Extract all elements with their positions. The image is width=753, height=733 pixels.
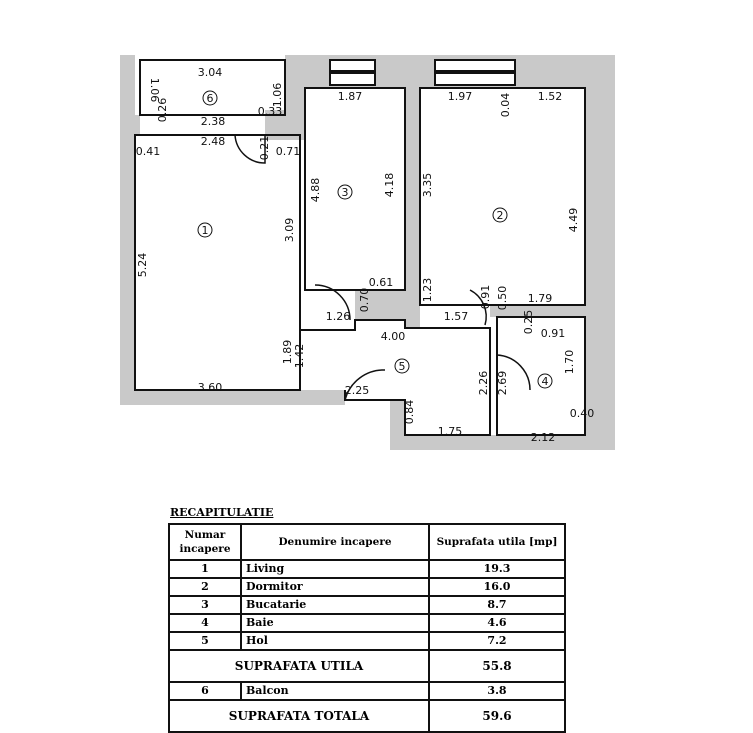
- row-name: Dormitor: [240, 577, 430, 597]
- dim-label: 1.57: [444, 310, 469, 323]
- dim-label: 1.42: [293, 344, 306, 369]
- row-number: 4: [168, 613, 242, 633]
- dim-label: 1.87: [338, 90, 363, 103]
- row-name: Bucatarie: [240, 595, 430, 615]
- row-number: 5: [168, 631, 242, 651]
- header-area: Suprafata utila [mp]: [428, 523, 566, 561]
- table-header: Numar incapere Denumire incapere Suprafa…: [168, 523, 566, 561]
- dim-label: 1.23: [421, 278, 434, 303]
- dim-label: 0.71: [276, 145, 301, 158]
- room-2-label: 2: [497, 209, 504, 222]
- row-number: 2: [168, 577, 242, 597]
- row-number: 3: [168, 595, 242, 615]
- header-number: Numar incapere: [168, 523, 242, 561]
- dim-label: 4.18: [383, 173, 396, 198]
- dim-label: 0.91: [479, 285, 492, 310]
- dim-label: 0.91: [541, 327, 566, 340]
- row-area: 19.3: [428, 559, 566, 579]
- dim-label: 0.25: [522, 310, 535, 335]
- row-name: Living: [240, 559, 430, 579]
- row-area: 16.0: [428, 577, 566, 597]
- room-6-label: 6: [207, 92, 214, 105]
- floor-plan: 1 2 3 4 5 6 1.06 3.04 0.26 1.06 0.33 2.3…: [120, 55, 615, 450]
- util-value: 55.8: [428, 649, 566, 683]
- dim-label: 0.84: [403, 400, 416, 425]
- dim-label: 0.40: [570, 407, 595, 420]
- row-name: Hol: [240, 631, 430, 651]
- dim-label: 3.60: [198, 381, 223, 394]
- dim-label: 0.26: [156, 98, 169, 123]
- room-numbers: 1 2 3 4 5 6: [197, 90, 553, 389]
- dim-label: 3.04: [198, 66, 223, 79]
- dim-label: 0.04: [499, 93, 512, 118]
- room-4-label: 4: [542, 375, 549, 388]
- dim-label: 2.12: [531, 431, 556, 444]
- dim-label: 0.61: [369, 276, 394, 289]
- recap-table: Numar incapere Denumire incapere Suprafa…: [168, 523, 566, 733]
- dim-label: 0.33: [258, 105, 283, 118]
- doors: [234, 134, 531, 401]
- dim-label: 2.38: [201, 115, 226, 128]
- header-name: Denumire incapere: [240, 523, 430, 561]
- dim-label: 2.69: [496, 371, 509, 396]
- recap-title: RECAPITULATIE: [170, 506, 274, 519]
- room-outlines: [134, 59, 586, 436]
- dim-label: 1.97: [448, 90, 473, 103]
- row-area: 4.6: [428, 613, 566, 633]
- row-number: 6: [168, 681, 242, 701]
- row-name: Balcon: [240, 681, 430, 701]
- room-1-label: 1: [202, 224, 209, 237]
- row-number: 1: [168, 559, 242, 579]
- dim-label: 2.25: [345, 384, 370, 397]
- dim-label: 0.70: [358, 288, 371, 313]
- windows: [329, 59, 516, 86]
- dim-label: 1.89: [281, 340, 294, 365]
- dimensions: 1.06 3.04 0.26 1.06 0.33 2.38 2.48 0.41 …: [136, 66, 595, 444]
- dim-label: 1.75: [438, 425, 463, 438]
- dim-label: 3.35: [421, 173, 434, 198]
- dim-label: 2.26: [477, 371, 490, 396]
- dim-label: 1.70: [563, 350, 576, 375]
- dim-label: 4.00: [381, 330, 406, 343]
- dim-label: 1.06: [148, 78, 161, 103]
- row-area: 3.8: [428, 681, 566, 701]
- row-area: 8.7: [428, 595, 566, 615]
- room-3-label: 3: [342, 186, 349, 199]
- dim-label: 1.79: [528, 292, 553, 305]
- dim-label: 2.48: [201, 135, 226, 148]
- row-name: Baie: [240, 613, 430, 633]
- dim-label: 0.50: [496, 286, 509, 311]
- room-5-label: 5: [399, 360, 406, 373]
- util-label: SUPRAFATA UTILA: [168, 649, 430, 683]
- row-area: 7.2: [428, 631, 566, 651]
- total-value: 59.6: [428, 699, 566, 733]
- dim-label: 1.06: [271, 83, 284, 108]
- dim-label: 1.52: [538, 90, 563, 103]
- total-label: SUPRAFATA TOTALA: [168, 699, 430, 733]
- dim-label: 1.26: [326, 310, 351, 323]
- dim-label: 4.88: [309, 178, 322, 203]
- dim-label: 4.49: [567, 208, 580, 233]
- dim-label: 3.09: [283, 218, 296, 243]
- dim-label: 0.41: [136, 145, 161, 158]
- dim-label: 5.24: [136, 253, 149, 278]
- dim-label: 0.21: [258, 136, 271, 161]
